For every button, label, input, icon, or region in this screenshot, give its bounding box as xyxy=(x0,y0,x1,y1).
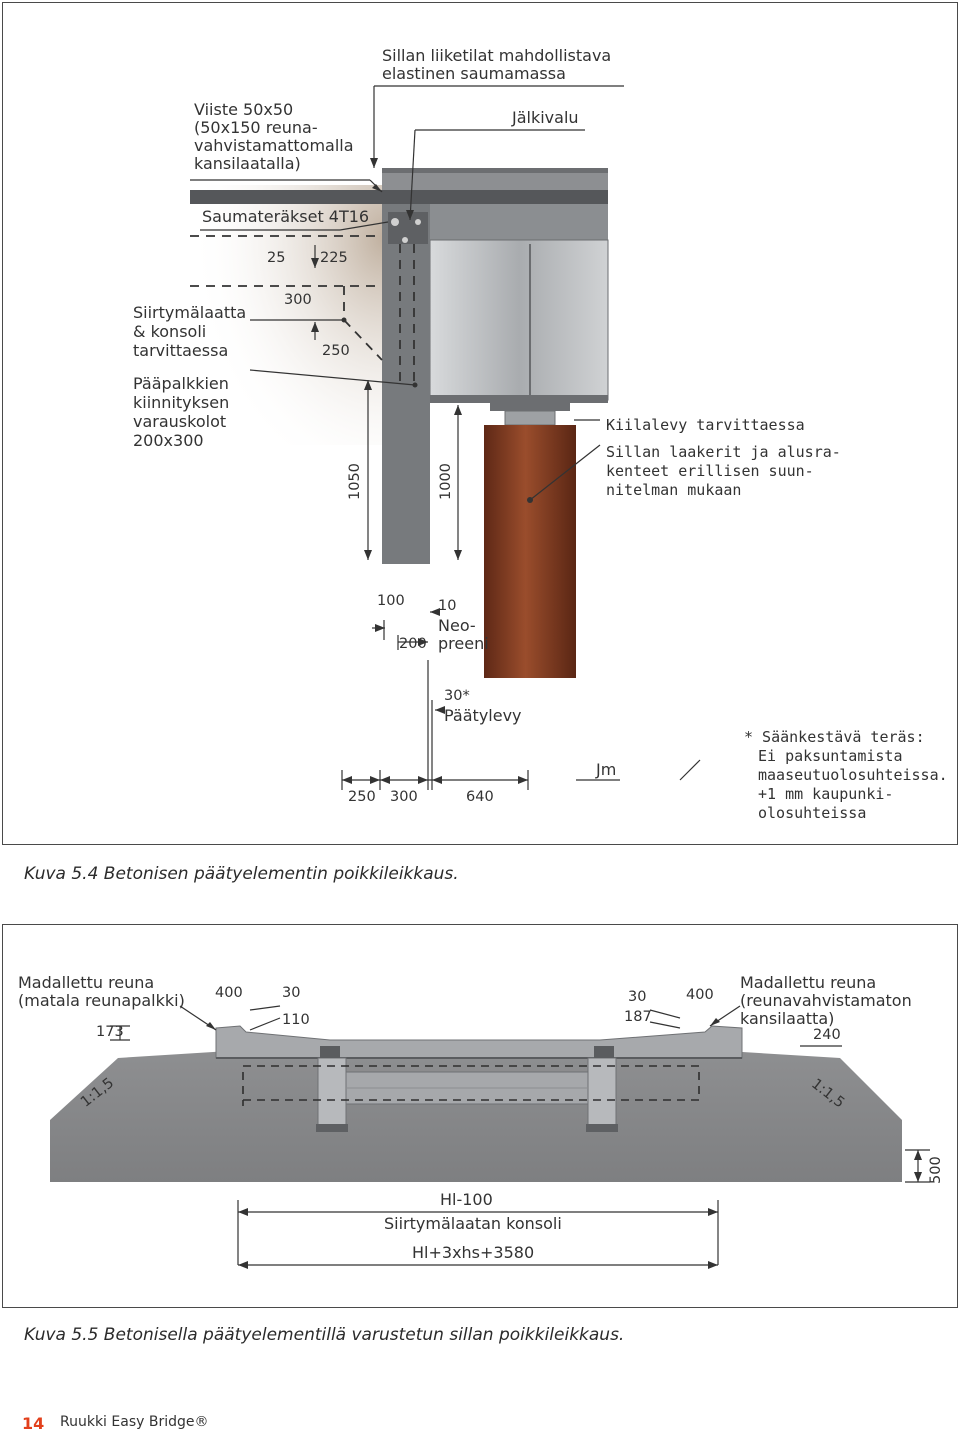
note-line-5: olosuhteissa xyxy=(758,804,867,822)
dim-200: 200 xyxy=(399,636,427,652)
deck-upper xyxy=(382,168,608,190)
caption-figure1: Kuva 5.4 Betonisen päätyelementin poikki… xyxy=(24,864,459,884)
page-number: 14 xyxy=(22,1414,45,1433)
label-paapalkkien-1: Pääpalkkien xyxy=(133,374,229,393)
note-line-1: * Säänkestävä teräs: xyxy=(744,728,925,746)
steel-beam xyxy=(429,239,609,401)
label-neopreeni-2: preeni xyxy=(438,634,489,653)
dim-left-30: 30 xyxy=(282,985,301,1001)
label-kiilalevy: Kiilalevy tarvittaessa xyxy=(606,416,805,434)
note-line-2: Ei paksuntamista xyxy=(758,747,903,765)
dim-300: 300 xyxy=(284,292,312,308)
label-neopreeni-1: Neo- xyxy=(438,616,476,635)
dim-right-30: 30 xyxy=(628,989,647,1005)
figure1-frame xyxy=(2,2,958,845)
dim-left-173: 173 xyxy=(96,1024,124,1040)
label-paapalkkien-3: varauskolot xyxy=(133,412,227,431)
dim-right-240: 240 xyxy=(813,1027,841,1043)
label-formula: Hl+3xhs+3580 xyxy=(412,1243,535,1262)
caption-figure2: Kuva 5.5 Betonisella päätyelementillä va… xyxy=(24,1325,625,1345)
dim-500: 500 xyxy=(928,1156,944,1184)
label-saumaterakset: Saumateräkset 4T16 xyxy=(202,207,370,226)
label-left-reuna-1: Madallettu reuna xyxy=(18,973,155,992)
label-jalkivalu: Jälkivalu xyxy=(512,108,579,127)
label-sillan-liiketilat-1: Sillan liiketilat mahdollistava xyxy=(382,46,612,65)
label-viiste-3: vahvistamattomalla xyxy=(194,136,354,155)
dim-bottom-640: 640 xyxy=(466,789,494,805)
label-sillan-liiketilat-2: elastinen saumamassa xyxy=(382,64,566,83)
figure2-frame xyxy=(2,924,958,1308)
label-right-reuna-1: Madallettu reuna xyxy=(740,973,877,992)
dim-225: 225 xyxy=(320,250,348,266)
label-laakerit-3: nitelman mukaan xyxy=(606,481,742,499)
dim-25: 25 xyxy=(267,250,286,266)
dim-30star: 30* xyxy=(444,688,470,704)
label-viiste-1: Viiste 50x50 xyxy=(194,100,294,119)
label-siirtymalaatta-2: & konsoli xyxy=(133,322,207,341)
label-siirtymalaatta-3: tarvittaessa xyxy=(133,341,229,360)
label-left-reuna-2: (matala reunapalkki) xyxy=(18,991,185,1010)
beam-left xyxy=(317,1057,347,1129)
dim-100: 100 xyxy=(377,593,405,609)
beam-right xyxy=(587,1057,617,1129)
abutment-body xyxy=(50,1050,902,1182)
note-line-4: +1 mm kaupunki- xyxy=(758,785,894,803)
label-laakerit-1: Sillan laakerit ja alusra- xyxy=(606,443,841,461)
label-jm: Jm xyxy=(596,760,617,779)
label-paapalkkien-4: 200x300 xyxy=(133,431,204,450)
dim-bottom-300: 300 xyxy=(390,789,418,805)
label-hl100: Hl-100 xyxy=(440,1190,493,1209)
label-paapalkkien-2: kiinnityksen xyxy=(133,393,230,412)
dim-left-400: 400 xyxy=(215,985,243,1001)
label-right-reuna-2: (reunavahvistamaton xyxy=(740,991,912,1010)
joint-fill xyxy=(388,212,428,244)
steel-beam-web xyxy=(430,204,608,240)
dim-left-110: 110 xyxy=(282,1012,310,1028)
dim-250: 250 xyxy=(322,343,350,359)
deck xyxy=(215,1025,743,1059)
label-paatylevy: Päätylevy xyxy=(444,706,522,725)
column xyxy=(484,425,576,678)
footer-title: Ruukki Easy Bridge® xyxy=(60,1414,209,1430)
label-viiste-4: kansilaatalla) xyxy=(194,154,301,173)
label-siirtymalaatan-konsoli: Siirtymälaatan konsoli xyxy=(384,1214,562,1233)
label-viiste-2: (50x150 reuna- xyxy=(194,118,318,137)
label-siirtymalaatta-1: Siirtymälaatta xyxy=(133,303,247,322)
dim-right-400: 400 xyxy=(686,987,714,1003)
dim-bottom-250: 250 xyxy=(348,789,376,805)
note-line-3: maaseutuolosuhteissa. xyxy=(758,766,948,784)
deck-slab xyxy=(190,190,608,204)
label-right-reuna-3: kansilaatta) xyxy=(740,1009,835,1028)
dim-right-187: 187 xyxy=(624,1009,652,1025)
bearing-plate xyxy=(490,403,570,411)
dim-10: 10 xyxy=(438,598,457,614)
label-laakerit-2: kenteet erillisen suun- xyxy=(606,462,814,480)
